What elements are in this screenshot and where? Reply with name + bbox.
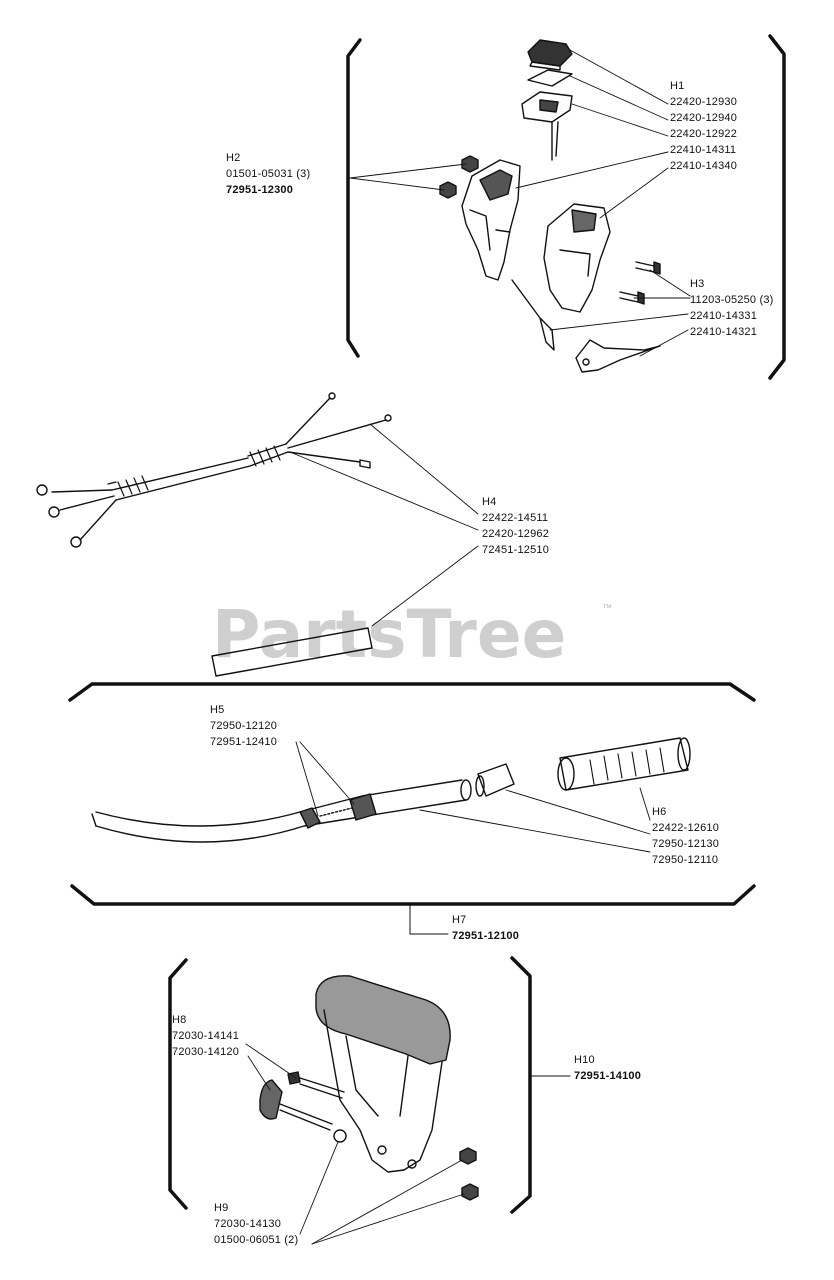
bracket-left-top (346, 38, 362, 358)
part-number: 72950-12130 (652, 838, 720, 850)
trademark-mark: ™ (602, 603, 612, 614)
part-number: 22422-12610 (652, 822, 720, 834)
label-group-h10: H10 72951-14100 (574, 1052, 641, 1084)
ref-h3: H3 (690, 278, 705, 290)
label-group-h1: H1 22420-12930 22420-12940 22420-12922 2… (670, 78, 737, 174)
watermark: PartsTree (212, 596, 567, 673)
label-group-h4: H4 22422-14511 22420-12962 72451-12510 (482, 494, 549, 558)
switch-cap-part (527, 39, 573, 71)
part-number: 22410-14340 (670, 160, 738, 172)
leader-lines-h5-h6 (295, 741, 651, 853)
switch-body-part (521, 91, 573, 161)
handle-tube-part (91, 779, 472, 843)
label-group-h8: H8 72030-14141 72030-14120 (172, 1012, 239, 1060)
ref-h1: H1 (670, 80, 685, 92)
leader-lines-h4 (289, 423, 479, 627)
part-number: 22420-12940 (670, 112, 738, 124)
bracket-right-top (768, 34, 786, 380)
part-number: 22420-12930 (670, 96, 738, 108)
knob-bolt-part (259, 1079, 333, 1131)
left-housing-part (461, 159, 521, 281)
part-number: 22420-12922 (670, 128, 738, 140)
ref-h9: H9 (214, 1202, 229, 1214)
part-number: 72950-12120 (210, 720, 278, 732)
ref-h8: H8 (172, 1014, 187, 1026)
label-group-h7: H7 72951-12100 (452, 912, 519, 944)
grip-part (557, 737, 691, 791)
bracket-middle (68, 682, 756, 702)
ref-h6: H6 (652, 806, 667, 818)
right-housing-part (543, 203, 611, 313)
ref-h2: H2 (226, 152, 241, 164)
part-number: 22420-12962 (482, 528, 550, 540)
label-group-h2: H2 01501-05031 (3) 72951-12300 (226, 150, 310, 198)
spring-part (511, 279, 555, 351)
part-number: 22410-14321 (690, 326, 758, 338)
decal-plate-part (211, 627, 373, 677)
label-group-h9: H9 72030-14130 01500-06051 (2) (214, 1200, 298, 1248)
wire-harness-part (36, 392, 392, 548)
part-number: 72451-12510 (482, 544, 550, 556)
part-number: 72950-12110 (652, 854, 719, 866)
part-number: 72030-14120 (172, 1046, 240, 1058)
nut-upper-part (459, 1147, 477, 1165)
part-number: 72951-12410 (210, 736, 278, 748)
part-number: 01501-05031 (3) (226, 168, 311, 180)
bracket-middle-bottom (70, 884, 756, 906)
assembly-number: 72951-12100 (452, 930, 520, 942)
lever-part (575, 339, 661, 373)
part-number: 72030-14130 (214, 1218, 282, 1230)
part-number: 22410-14331 (690, 310, 758, 322)
bracket-right-bottom (510, 956, 532, 1214)
ref-h4: H4 (482, 496, 497, 508)
ref-h5: H5 (210, 704, 225, 716)
assembly-number: 72951-12300 (226, 184, 294, 196)
ref-h10: H10 (574, 1054, 595, 1066)
part-number: 22410-14311 (670, 144, 737, 156)
part-number: 01500-06051 (2) (214, 1234, 299, 1246)
nut-parts (439, 155, 479, 199)
label-group-h6: H6 22422-12610 72950-12130 72950-12110 (652, 804, 719, 868)
nut-lower-part (461, 1183, 479, 1201)
bracket-left-bottom (168, 958, 188, 1210)
part-number: 22422-14511 (482, 512, 549, 524)
loop-handle-part (315, 975, 451, 1173)
part-number: 11203-05250 (3) (690, 294, 774, 306)
ref-h7: H7 (452, 914, 467, 926)
label-group-h5: H5 72950-12120 72951-12410 (210, 702, 277, 750)
switch-plate-part (527, 69, 573, 87)
washer-part (333, 1129, 347, 1143)
assembly-number: 72951-14100 (574, 1070, 642, 1082)
leader-lines-bottom (245, 1043, 465, 1245)
label-group-h3: H3 11203-05250 (3) 22410-14331 22410-143… (690, 276, 774, 340)
sleeve-part (475, 763, 515, 797)
leader-lines-top (349, 49, 691, 357)
part-number: 72030-14141 (172, 1030, 240, 1042)
